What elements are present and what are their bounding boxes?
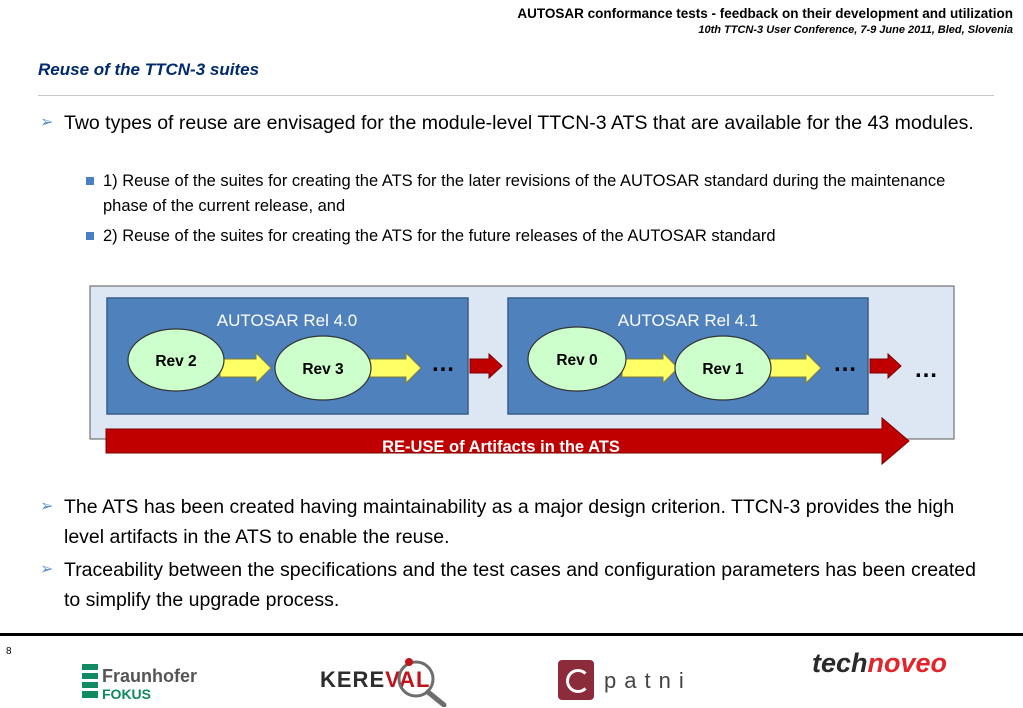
red-arrow-icon <box>869 352 902 380</box>
bullet-text: Two types of reuse are envisaged for the… <box>64 112 974 134</box>
patni-wordmark: patni <box>604 668 692 693</box>
release-title: AUTOSAR Rel 4.1 <box>618 311 758 330</box>
fraunhofer-name: Fraunhofer <box>102 666 198 686</box>
bullet-item: ➢ Two types of reuse are envisaged for t… <box>40 108 980 138</box>
yellow-arrow-icon <box>219 351 272 385</box>
bullet-text: The ATS has been created having maintain… <box>64 496 955 548</box>
rev-node <box>274 335 372 401</box>
rev-label: Rev 0 <box>556 352 597 369</box>
ellipsis-marker: … <box>914 356 938 383</box>
bullet-item: ➢ The ATS has been created having mainta… <box>40 492 990 552</box>
rev-node <box>127 328 225 392</box>
rev-node <box>674 335 772 401</box>
yellow-arrow-icon <box>621 351 679 385</box>
bullet-arrow-icon: ➢ <box>40 561 54 578</box>
rev-label: Rev 1 <box>702 361 744 378</box>
rev-label: Rev 2 <box>155 353 196 370</box>
kereval-logo: KEREVAL <box>318 655 448 707</box>
yellow-arrow-icon <box>769 351 822 385</box>
release-title: AUTOSAR Rel 4.0 <box>217 311 357 330</box>
rev-label: Rev 3 <box>302 361 344 378</box>
ellipsis-marker: … <box>833 350 857 377</box>
square-bullet-icon <box>86 177 94 185</box>
technoveo-logo: technoveo <box>812 648 948 678</box>
subbullet-item: 2) Reuse of the suites for creating the … <box>86 224 986 249</box>
square-bullet-icon <box>86 232 94 240</box>
bullet-arrow-icon: ➢ <box>40 114 54 131</box>
subbullet-text: 1) Reuse of the suites for creating the … <box>103 172 946 215</box>
bullet-item: ➢ Traceability between the specification… <box>40 555 990 615</box>
patni-mark-icon <box>558 660 594 700</box>
fraunhofer-bars-icon <box>82 664 98 698</box>
bullet-arrow-icon: ➢ <box>40 498 54 515</box>
magnifier-icon <box>397 658 447 707</box>
footer-divider <box>0 633 1023 636</box>
fraunhofer-sub: FOKUS <box>102 686 151 702</box>
slide-title: Reuse of the TTCN-3 suites <box>38 60 260 79</box>
subbullet-text: 2) Reuse of the suites for creating the … <box>103 227 776 245</box>
bullet-text: Traceability between the specifications … <box>64 559 976 611</box>
page-number: 8 <box>6 646 12 657</box>
header-subtitle: 10th TTCN-3 User Conference, 7-9 June 20… <box>698 24 1013 36</box>
kereval-wordmark: KEREVAL <box>320 667 431 692</box>
reuse-label: RE-USE of Artifacts in the ATS <box>382 438 620 456</box>
red-arrow-icon <box>469 352 503 380</box>
title-divider <box>38 95 994 96</box>
reuse-arrow <box>105 416 910 466</box>
rev-node <box>527 326 627 392</box>
patni-logo: patni <box>558 660 698 704</box>
yellow-arrow-icon <box>369 351 422 385</box>
ellipsis-marker: … <box>431 350 455 377</box>
header-title: AUTOSAR conformance tests - feedback on … <box>517 6 1013 21</box>
subbullet-item: 1) Reuse of the suites for creating the … <box>86 169 966 219</box>
